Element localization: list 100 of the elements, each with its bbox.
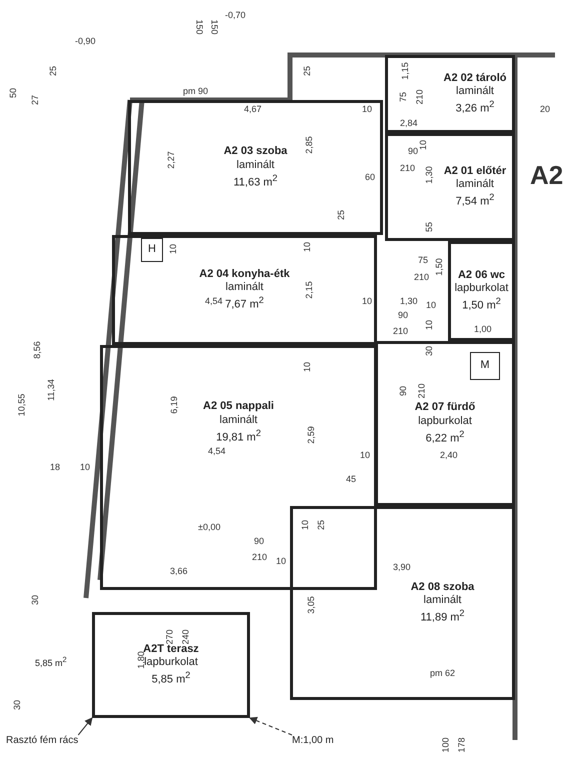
dimension-label: 10 — [424, 320, 434, 330]
dimension-label: 210 — [400, 163, 416, 173]
dimension-label: 100 — [440, 737, 451, 753]
parapet-height-label: pm 90 — [183, 86, 208, 96]
floor-material: lapburkolat — [454, 282, 508, 296]
area-label: 1,50 m$^{2}$ — [462, 296, 501, 314]
dimension-label: 1,15 — [400, 62, 410, 80]
dimension-label: 90 — [254, 536, 264, 546]
dimension-label: 1,80 — [136, 651, 146, 669]
room-outline — [385, 55, 515, 133]
area-label: 5,85 m$^{2}$ — [152, 670, 190, 688]
dimension-label: 10 — [418, 140, 428, 150]
dimension-label: 90 — [408, 146, 418, 156]
apartment-label: A2 — [530, 160, 564, 191]
dimension-label: 30 — [424, 346, 434, 356]
leader-line — [78, 717, 93, 736]
dimension-label: 10 — [360, 450, 370, 460]
dimension-label: 10 — [302, 362, 312, 372]
dimension-label: 10 — [300, 520, 310, 530]
dimension-label: 10 — [362, 104, 372, 114]
dimension-label: 4,54 — [205, 296, 223, 306]
elevation-label: -0,90 — [75, 36, 96, 46]
dimension-label: 25 — [302, 66, 312, 76]
appliance-box: M — [470, 352, 500, 380]
floor-material: laminált — [220, 414, 258, 428]
floor-material: lapburkolat — [144, 656, 198, 670]
dimension-label: 2,84 — [400, 118, 418, 128]
room-outline — [375, 341, 515, 506]
dimension-label: 30 — [12, 700, 22, 710]
dimension-label: 210 — [393, 326, 408, 336]
dimension-label: 50 — [8, 88, 18, 98]
dimension-label: 4,67 — [244, 104, 262, 114]
dimension-label: 75 — [418, 255, 428, 265]
room-name: A2 05 nappali — [203, 400, 274, 414]
dimension-label: 2,59 — [306, 426, 316, 444]
dimension-label: 150 — [194, 19, 205, 35]
dimension-label: 10 — [276, 556, 286, 566]
floor-material: laminált — [456, 85, 494, 100]
dimension-label: 60 — [365, 172, 376, 182]
dimension-label: 3,66 — [170, 566, 188, 576]
dimension-label: 2,40 — [440, 450, 458, 460]
leader-line — [249, 716, 292, 736]
room-name: A2 08 szoba — [410, 580, 474, 594]
dimension-label: 30 — [30, 595, 40, 605]
dimension-label: 25 — [316, 520, 326, 530]
room-name: A2 03 szoba — [224, 145, 288, 159]
dimension-label: 11,34 — [46, 379, 56, 401]
dimension-label: 90 — [398, 310, 408, 320]
dimension-label: 150 — [210, 19, 220, 35]
note-text: Rasztó fém rács — [6, 735, 78, 746]
dimension-label: 27 — [30, 95, 40, 105]
note-text: M:1,00 m — [292, 735, 334, 746]
elevation-label: ±0,00 — [198, 522, 220, 532]
dimension-label: 210 — [416, 383, 427, 399]
floor-material: lapburkolat — [418, 414, 472, 429]
dimension-label: 210 — [414, 272, 430, 282]
room-name: A2 04 konyha-étk — [199, 268, 290, 282]
dimension-label: 3,05 — [306, 596, 316, 614]
room-outline — [128, 100, 383, 235]
area-label: 6,22 m$^{2}$ — [426, 428, 464, 446]
dimension-label: 10,55 — [16, 394, 26, 416]
dimension-label: 10 — [168, 244, 178, 254]
room-name: A2 02 tároló — [444, 72, 506, 86]
dimension-label: 2,85 — [304, 136, 314, 154]
dimension-label: 178 — [456, 737, 467, 753]
area-label: 11,63 m$^{2}$ — [233, 172, 278, 190]
floor-material: laminált — [456, 178, 494, 192]
area-label: 7,54 m$^{2}$ — [456, 192, 494, 210]
dimension-label: 270 — [164, 629, 175, 645]
dimension-label: 1,50 — [434, 258, 444, 276]
dimension-label: 10 — [362, 296, 372, 306]
dimension-label: 3,90 — [393, 562, 411, 572]
dimension-label: 1,30 — [400, 296, 418, 306]
area-label: 3,26 m$^{2}$ — [456, 99, 494, 116]
parapet-height-label: pm 62 — [430, 668, 456, 678]
floor-material: laminált — [236, 158, 274, 173]
dimension-label: 25 — [48, 66, 58, 76]
elevation-label: -0,70 — [225, 10, 246, 20]
dimension-label: 75 — [398, 92, 408, 102]
room-name: A2 01 előtér — [444, 164, 506, 178]
floor-material: laminált — [424, 594, 462, 608]
dimension-label: 10 — [302, 242, 312, 252]
room-name: A2 06 wc — [458, 268, 506, 282]
dimension-label: 1,30 — [424, 166, 434, 184]
dimension-label: 55 — [424, 222, 434, 232]
dimension-label: 18 — [50, 462, 60, 472]
room-outline — [448, 241, 515, 341]
room-outline — [385, 133, 515, 241]
dimension-label: 4,54 — [208, 446, 226, 456]
dimension-label: 1,00 — [474, 324, 492, 334]
area-label: 7,67 m$^{2}$ — [225, 295, 264, 312]
room-outline — [290, 506, 515, 700]
dimension-label: 210 — [414, 89, 425, 105]
dimension-label: 210 — [252, 552, 268, 562]
dimension-label: 10 — [80, 462, 90, 472]
area-label: 19,81 m$^{2}$ — [216, 428, 261, 445]
room-name: A2T terasz — [143, 642, 199, 655]
dimension-label: 45 — [346, 474, 356, 484]
area-label: 11,89 m$^{2}$ — [420, 608, 465, 626]
room-outline — [100, 345, 377, 590]
